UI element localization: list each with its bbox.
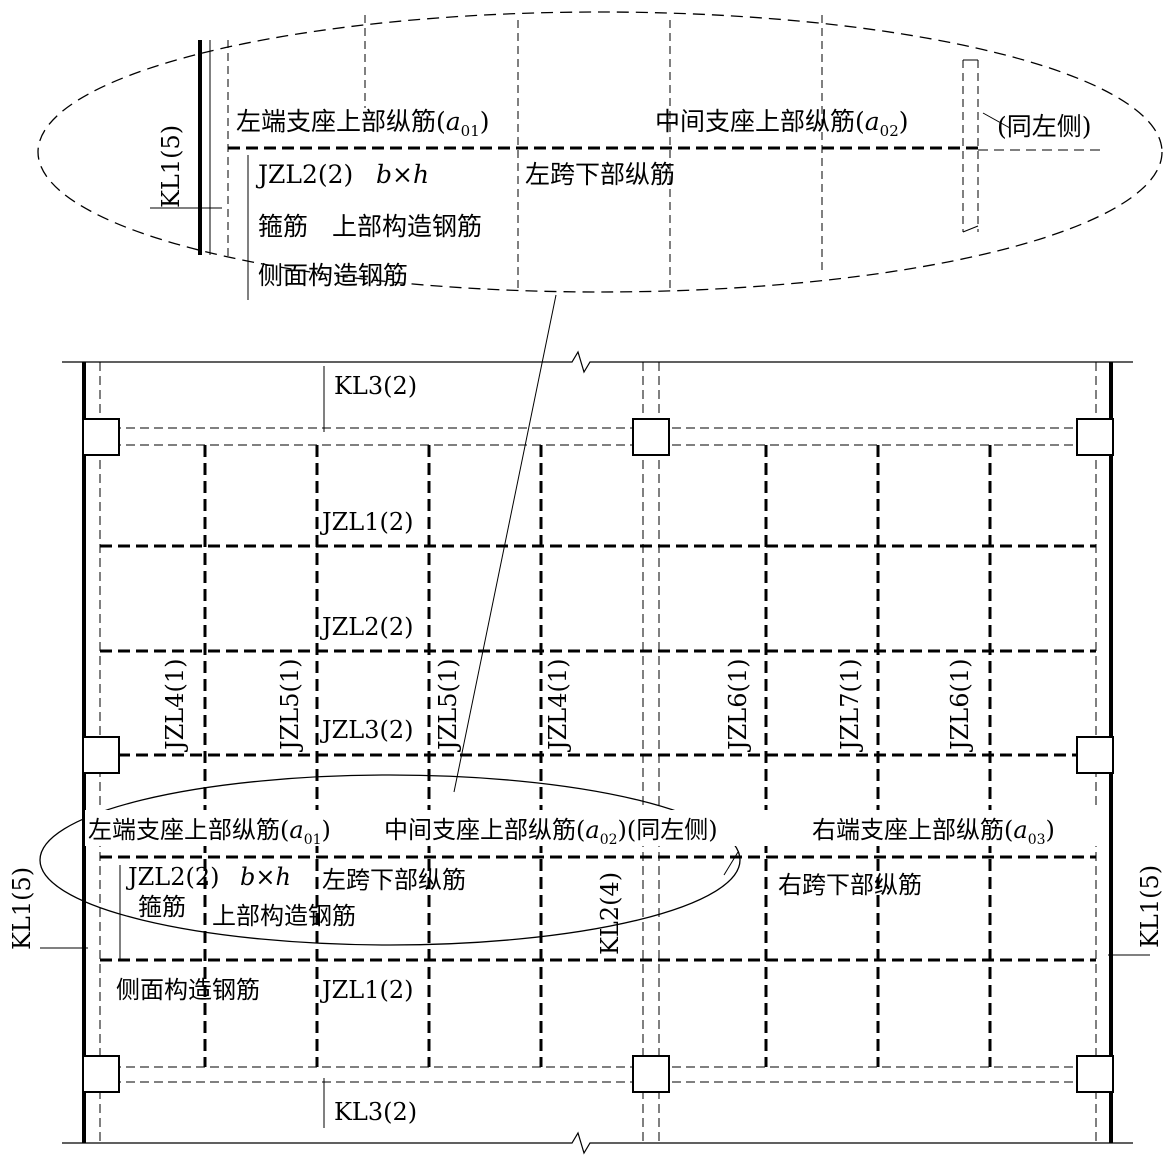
note-jzl2: JZL2(2) (125, 863, 220, 891)
column-square (1076, 418, 1114, 456)
vertical-label: JZL7(1) (836, 659, 864, 754)
kl2-label: KL2(4) (596, 872, 624, 955)
column-square (1076, 1055, 1114, 1093)
detail-middle-support-text: 中间支座上部纵筋(a02) (655, 107, 909, 140)
jzl1-top-label: JZL1(2) (319, 508, 414, 536)
detail-bxh-text: b×h (376, 160, 429, 189)
jzl3-label: JZL3(2) (319, 716, 414, 744)
detail-callout: KL1(5) 左端支座上部纵筋(a01) 中间支座上部纵筋(a02) (同左侧)… (37, 11, 1163, 300)
note-right-support: 右端支座上部纵筋(a03) (812, 816, 1055, 848)
note-middle-support: 中间支座上部纵筋(a02)(同左侧) (384, 816, 718, 848)
note-left-span: 左跨下部纵筋 (322, 866, 466, 894)
detail-right-support-bottom (962, 225, 979, 233)
kl1-left-label: KL1(5) (8, 867, 36, 950)
detail-callout-ellipse (37, 11, 1163, 293)
vertical-label: JZL4(1) (544, 659, 572, 754)
column-square (632, 418, 670, 456)
column-square (632, 1055, 670, 1093)
vertical-label: JZL6(1) (724, 659, 752, 754)
kl3-top-label: KL3(2) (334, 372, 417, 400)
detail-same-left-text: (同左侧) (997, 112, 1092, 141)
note-side-constr: 侧面构造钢筋 (116, 976, 260, 1004)
plan-note-mask (85, 810, 1107, 846)
vertical-label: JZL4(1) (161, 659, 189, 754)
jzl1-bottom-label: JZL1(2) (319, 976, 414, 1004)
detail-stirrup-text: 箍筋 (258, 212, 308, 241)
vertical-label: JZL5(1) (276, 659, 304, 754)
jzl2-label: JZL2(2) (319, 613, 414, 641)
detail-left-support-text: 左端支座上部纵筋(a01) (236, 107, 490, 140)
detail-top-constr-text: 上部构造钢筋 (332, 212, 482, 241)
column-square (82, 736, 120, 774)
detail-left-span-text: 左跨下部纵筋 (525, 160, 675, 189)
note-stirrup: 箍筋 (138, 893, 186, 921)
callout-leader (453, 294, 557, 793)
detail-side-constr-text: 侧面构造钢筋 (258, 261, 408, 290)
column-square (1076, 736, 1114, 774)
note-right-span: 右跨下部纵筋 (778, 871, 922, 899)
note-bxh: b×h (240, 863, 291, 891)
column-square (82, 1055, 120, 1093)
plan-note-ellipse (39, 774, 741, 946)
column-square (82, 418, 120, 456)
kl1-right-label: KL1(5) (1136, 865, 1163, 948)
plan-top-break-line (62, 350, 1133, 374)
plan-bottom-break-line (62, 1131, 1133, 1155)
detail-jzl2-text: JZL2(2) (255, 160, 353, 189)
foundation-plan: KL3(2) KL3(2) JZL1(2) JZL2(2) JZL3(2) JZ… (8, 350, 1163, 1155)
detail-kl1-label: KL1(5) (157, 125, 185, 208)
note-left-support: 左端支座上部纵筋(a01) (88, 816, 331, 848)
detail-label-leader-2 (982, 112, 1011, 129)
vertical-label: JZL6(1) (946, 659, 974, 754)
note-same-leader (723, 851, 739, 876)
kl3-bottom-label: KL3(2) (334, 1098, 417, 1126)
vertical-label: JZL5(1) (434, 659, 462, 754)
note-top-constr: 上部构造钢筋 (212, 902, 356, 930)
